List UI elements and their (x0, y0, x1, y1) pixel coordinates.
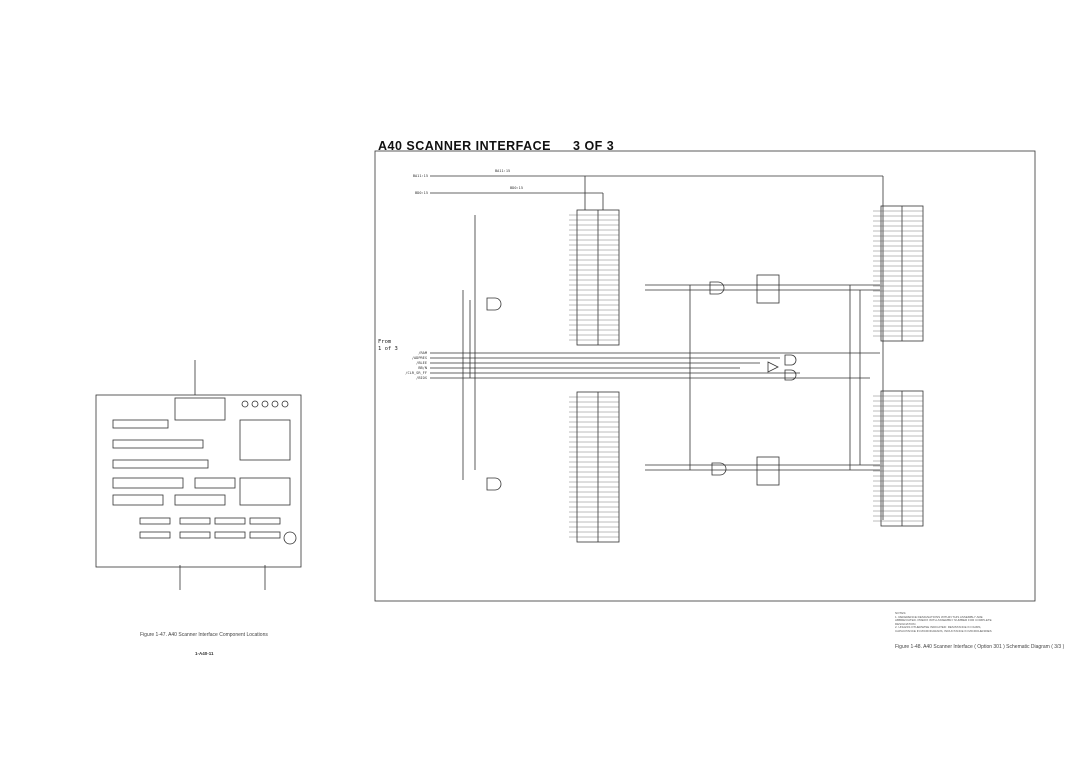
signal-label: /ADPRES (411, 356, 427, 360)
bus-label-bd-in: BD0:15 (415, 191, 428, 195)
schematic-title: A40 SCANNER INTERFACE 3 OF 3 (378, 139, 614, 153)
schematic-border (374, 150, 1036, 602)
title-main: A40 SCANNER INTERFACE (378, 139, 552, 153)
signal-label: /RAM (418, 351, 427, 355)
signal-label: /BIOS (416, 376, 427, 380)
from-line1: From (378, 339, 392, 345)
signal-label: /BLEE (416, 361, 427, 365)
bus-label-ba-in: BA11:15 (412, 174, 428, 178)
page-number: 1-A40-11 (195, 651, 214, 656)
component-board (95, 394, 302, 568)
note-item: 1. REFERENCE DESIGNATIONS WITHIN THIS AS… (895, 614, 992, 626)
connector-j4 (880, 390, 924, 527)
from-line2: 1 of 3 (378, 346, 398, 352)
signal-label: BB/N (418, 366, 427, 370)
notes-block: NOTES: 1. REFERENCE DESIGNATIONS WITHIN … (895, 611, 995, 634)
connector-j1 (576, 209, 620, 346)
right-figure-caption: Figure 1-48. A40 Scanner Interface ( Opt… (895, 644, 1065, 650)
bus-label-ba-line: BA11:15 (495, 169, 511, 173)
connector-j3 (880, 205, 924, 342)
title-part: 3 OF 3 (573, 139, 615, 153)
note-item: 2. UNLESS OTHERWISE INDICATED: RESISTANC… (895, 625, 992, 633)
notes-heading: NOTES: (895, 611, 907, 615)
bus-label-bd-line: BD0:15 (510, 186, 523, 190)
signal-label: /CLR_SR_FF (405, 371, 427, 375)
left-figure-caption: Figure 1-47. A40 Scanner Interface Compo… (140, 632, 268, 638)
